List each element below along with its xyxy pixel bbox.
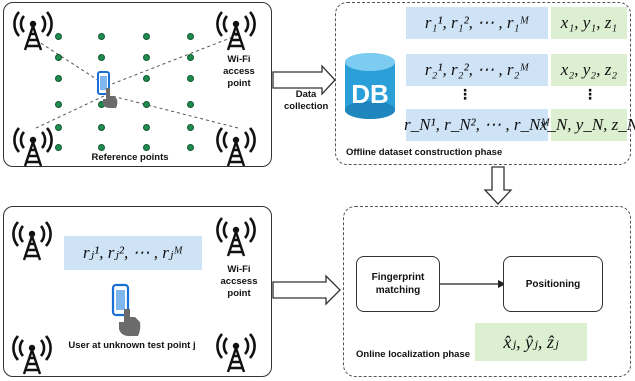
reference-point — [98, 144, 105, 151]
reference-point — [98, 124, 105, 131]
reference-point — [143, 124, 150, 131]
coord-row-n: x_N, y_N, z_N — [540, 109, 635, 141]
positioning-box: Positioning — [503, 256, 603, 312]
reference-point — [143, 33, 150, 40]
rss-row-2: r₂¹, r₂², ⋯ , r₂ᴹ — [406, 54, 548, 86]
reference-point — [55, 144, 62, 151]
rss-row-1: r₁¹, r₁², ⋯ , r₁ᴹ — [406, 7, 548, 39]
smartphone-icon — [111, 283, 130, 317]
test-rss-vector: rⱼ¹, rⱼ², ⋯ , rⱼᴹ — [64, 236, 202, 270]
reference-point — [187, 75, 194, 82]
data-collection-label: Data collection — [284, 89, 329, 112]
reference-point — [143, 75, 150, 82]
sight-line-top-right — [111, 34, 239, 85]
reference-points-label: Reference points — [91, 152, 169, 163]
reference-point — [55, 54, 62, 61]
reference-point — [98, 54, 105, 61]
reference-field-panel — [3, 2, 272, 167]
user-test-point-label: User at unknown test point j — [68, 340, 196, 351]
reference-point — [55, 33, 62, 40]
reference-point — [187, 33, 194, 40]
estimated-position: x̂ⱼ, ŷⱼ, ẑⱼ — [475, 323, 587, 361]
coord-row-2: x₂, y₂, z₂ — [551, 54, 627, 86]
ellipsis-vertical-left: ⋮ — [458, 86, 472, 102]
reference-point — [187, 101, 194, 108]
user-test-panel — [3, 206, 272, 377]
reference-point — [187, 144, 194, 151]
reference-point — [143, 101, 150, 108]
reference-point — [55, 101, 62, 108]
reference-point — [187, 124, 194, 131]
reference-point — [55, 75, 62, 82]
coord-row-1: x₁, y₁, z₁ — [551, 7, 627, 39]
ellipsis-vertical-right: ⋮ — [583, 86, 597, 102]
reference-point — [187, 54, 194, 61]
sight-line-top-left — [35, 39, 105, 85]
reference-point — [98, 33, 105, 40]
db-text: DB — [351, 79, 389, 109]
database-icon — [345, 53, 395, 119]
online-phase-label: Online localization phase — [356, 349, 471, 360]
hand-pointer-icon — [103, 88, 118, 108]
reference-point — [55, 124, 62, 131]
offline-phase-label: Offline dataset construction phase — [346, 147, 503, 158]
sight-line-bottom-left — [35, 95, 105, 129]
sight-line-bottom-right — [111, 95, 239, 129]
hand-pointer-icon — [119, 309, 141, 336]
rss-row-n: r_N¹, r_N², ⋯ , r_Nᴹ — [404, 109, 550, 141]
reference-point — [143, 144, 150, 151]
wifi-ap-label-bottom: Wi-Fi accsess point — [220, 264, 258, 299]
wifi-ap-label-top: Wi-Fi access point — [223, 54, 255, 89]
fingerprint-matching-box: Fingerprint matching — [356, 256, 440, 312]
reference-point — [143, 54, 150, 61]
